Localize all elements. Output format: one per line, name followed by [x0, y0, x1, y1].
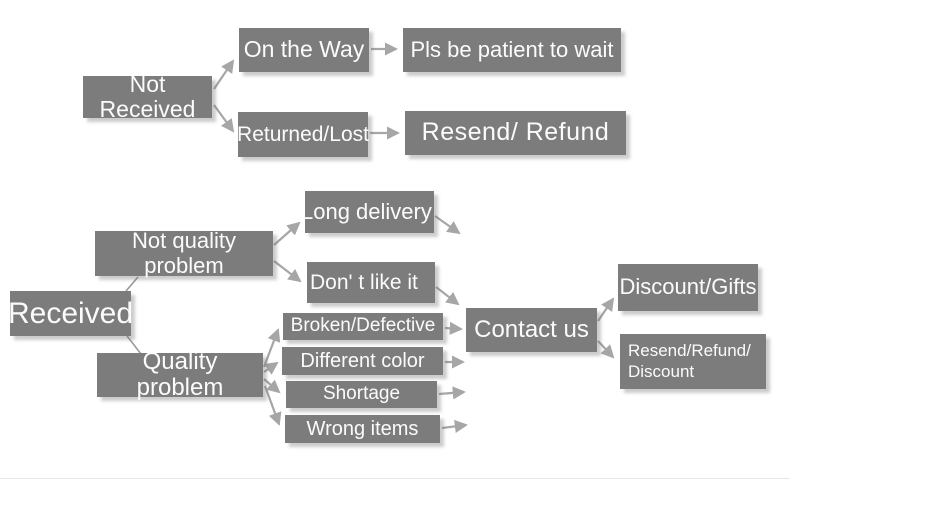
edge-quality-to-wrong-items — [263, 385, 282, 426]
edge-not-quality-to-dont-like — [273, 260, 302, 283]
node-resend-refund-discount: Resend/Refund/ Discount — [620, 334, 766, 389]
edge-not-received-to-on-the-way — [213, 59, 235, 90]
edge-contact-us-to-discount-gifts — [597, 297, 615, 322]
node-discount-gifts: Discount/Gifts — [618, 264, 758, 311]
edge-wrong-items-to-contact-us — [441, 419, 468, 433]
edge-quality-to-shortage — [263, 378, 281, 394]
connector-received-to-not-quality — [125, 276, 139, 292]
node-different-color: Different color — [282, 347, 443, 375]
node-not-received: Not Received — [83, 71, 212, 122]
edge-dont-like-to-contact-us — [435, 286, 460, 306]
node-shortage: Shortage — [286, 381, 437, 408]
node-wrong-items: Wrong items — [285, 415, 440, 443]
node-not-quality-problem: Not quality problem — [95, 229, 273, 277]
edge-not-quality-to-long-delivery — [273, 221, 301, 246]
node-on-the-way: On the Way — [239, 28, 369, 72]
edge-long-delivery-to-contact-us — [434, 215, 461, 235]
node-received: Received — [8, 291, 133, 336]
node-contact-us: Contact us — [466, 308, 597, 352]
edge-not-received-to-returned-lost — [213, 104, 235, 133]
node-quality-problem: Quality problem — [97, 348, 263, 401]
node-broken-defective: Broken/Defective — [283, 313, 443, 340]
node-long-delivery: Long delivery — [305, 191, 434, 233]
node-resend-refund: Resend/ Refund — [405, 111, 626, 155]
edge-contact-us-to-resend-refund-discount — [597, 340, 615, 359]
edge-quality-to-different-color — [263, 361, 279, 375]
edge-shortage-to-contact-us — [438, 386, 466, 400]
edge-quality-to-broken-defective — [262, 328, 281, 368]
node-pls-be-patient: Pls be patient to wait — [403, 28, 621, 72]
node-returned-lost: Returned/Lost — [237, 112, 369, 157]
page-bottom-rule — [0, 478, 790, 479]
edge-broken-defective-to-contact-us — [444, 321, 463, 335]
node-dont-like-it: Don' t like it — [307, 262, 435, 303]
